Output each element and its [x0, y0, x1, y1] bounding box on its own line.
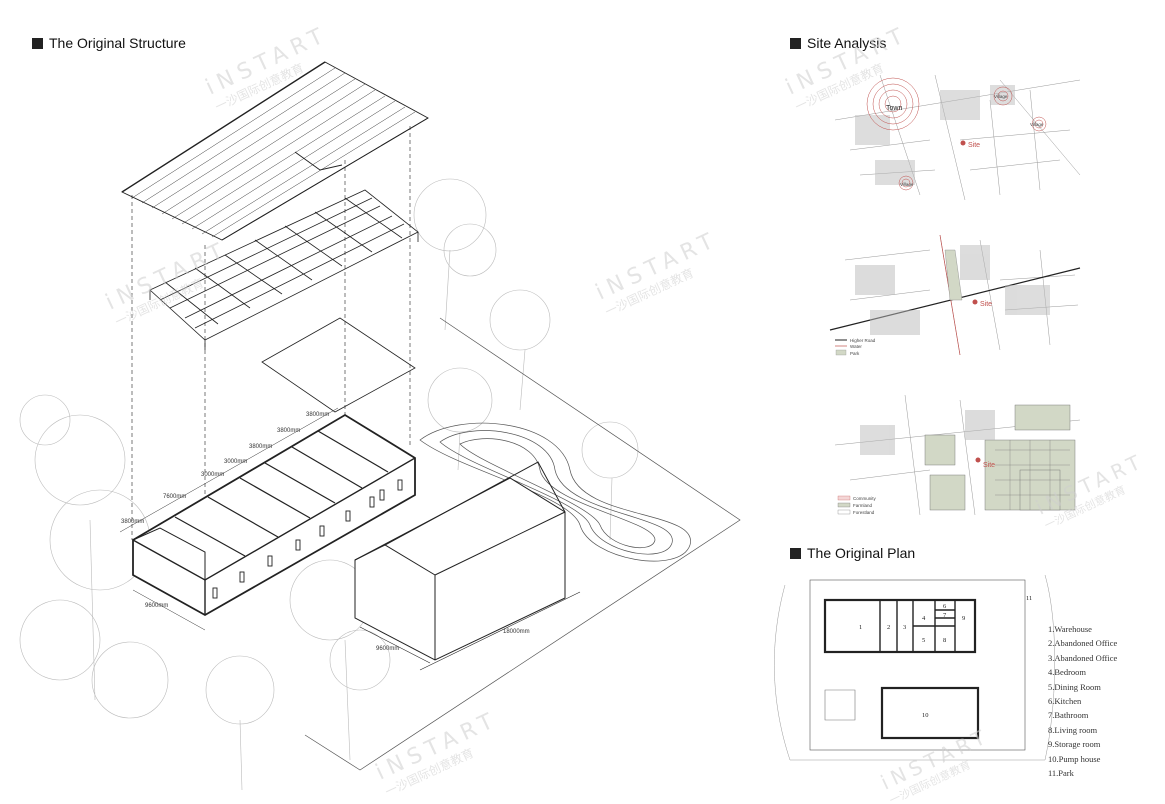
map2-legend: Higher Road Water Park — [835, 338, 876, 356]
legend-text: Community — [853, 496, 877, 501]
legend-text: Park — [850, 351, 860, 356]
plan-room-number: 2 — [887, 624, 890, 631]
plan-room-number: 8 — [943, 637, 946, 644]
map-label-town: Town — [886, 105, 902, 112]
dimension-label: 3800mm — [277, 428, 300, 434]
plan-room-number: 9 — [962, 615, 965, 622]
structure-title-text: The Original Structure — [49, 35, 186, 51]
legend-item: 9.Storage room — [1048, 739, 1101, 750]
title-square-icon — [790, 37, 801, 49]
dimension-labels: 3800mm 3800mm 3800mm 3000mm 3000mm 7600m… — [121, 412, 530, 652]
legend-item: 7.Bathroom — [1048, 710, 1089, 721]
ground-plane — [304, 317, 741, 771]
plan-room-number: 4 — [922, 615, 926, 622]
site-map-3: Site Community Farmland Forestland — [834, 394, 1081, 516]
title-square-icon — [32, 37, 43, 49]
legend-item: 1.Warehouse — [1048, 624, 1092, 634]
legend-item: 5.Dining Room — [1048, 681, 1101, 692]
roof-layer — [121, 61, 429, 241]
legend-item: 2.Abandoned Office — [1048, 638, 1118, 649]
plan-room-number: 10 — [922, 712, 929, 719]
original-plan: 1 2 3 4 5 6 7 8 9 10 11 — [774, 574, 1055, 761]
legend-item: 6.Kitchen — [1048, 696, 1082, 707]
site-map-2: Site Higher Road Water Park — [829, 234, 1081, 356]
map3-legend: Community Farmland Forestland — [837, 495, 877, 515]
dimension-label: 3000mm — [201, 472, 224, 478]
legend-item: 11.Park — [1048, 768, 1074, 779]
dimension-label: 18000mm — [503, 629, 530, 635]
original-plan-title-text: The Original Plan — [807, 545, 916, 561]
legend-text: Farmland — [853, 503, 873, 508]
dimension-label: 3800mm — [121, 519, 144, 525]
map-label-village: Village — [1030, 122, 1044, 127]
map-label-site: Site — [968, 142, 980, 149]
plan-legend: 1.Warehouse 2.Abandoned Office 3.Abandon… — [1048, 622, 1117, 780]
plan-room-number: 11 — [1026, 595, 1032, 602]
tree-sketches — [19, 178, 639, 791]
legend-text: Water — [850, 344, 862, 349]
site-analysis-title-text: Site Analysis — [807, 35, 887, 51]
site-map-1: Town Site Village Village Village — [834, 74, 1081, 201]
map-label-site: Site — [980, 301, 992, 308]
legend-item: 3.Abandoned Office — [1048, 652, 1118, 663]
secondary-building — [354, 461, 581, 671]
plan-room-number: 7 — [943, 612, 947, 619]
plan-room-number: 1 — [859, 624, 862, 631]
floor-slab — [261, 317, 416, 413]
legend-item: 10.Pump house — [1048, 753, 1101, 764]
legend-item: 4.Bedroom — [1048, 667, 1087, 678]
main-building — [119, 407, 416, 631]
legend-text: Higher Road — [850, 338, 876, 343]
site-analysis-title: Site Analysis — [790, 35, 886, 51]
dimension-label: 3800mm — [249, 444, 272, 450]
legend-item: 8.Living room — [1048, 724, 1098, 735]
dimension-label: 9600mm — [145, 603, 168, 609]
structure-title: The Original Structure — [32, 35, 186, 51]
title-square-icon — [790, 547, 801, 559]
map-label-village: Village — [900, 182, 914, 187]
legend-text: Forestland — [853, 510, 875, 515]
map-label-site: Site — [983, 462, 995, 469]
dimension-label: 3800mm — [306, 412, 329, 418]
map-label-village: Village — [994, 94, 1008, 99]
dimension-label: 7600mm — [163, 494, 186, 500]
plan-room-number: 6 — [943, 603, 947, 610]
dimension-label: 3000mm — [224, 459, 247, 465]
plan-room-number: 3 — [903, 624, 906, 631]
plan-room-number: 5 — [922, 637, 925, 644]
dimension-label: 9600mm — [376, 646, 399, 652]
original-plan-title: The Original Plan — [790, 545, 915, 561]
